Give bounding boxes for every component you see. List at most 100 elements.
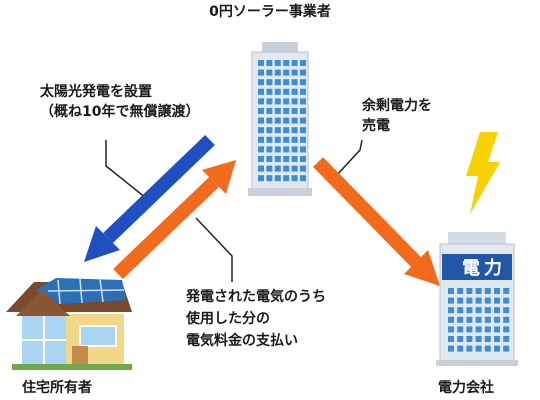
window — [258, 98, 264, 105]
window — [503, 345, 510, 352]
window — [274, 175, 281, 182]
window — [466, 345, 473, 352]
window — [258, 117, 264, 124]
window — [300, 146, 306, 153]
window — [274, 108, 281, 114]
window — [266, 156, 273, 162]
window — [291, 127, 298, 134]
window — [475, 326, 482, 333]
lightning-bolt-icon — [466, 132, 500, 214]
window — [274, 60, 281, 66]
window — [291, 69, 298, 76]
window — [457, 307, 464, 314]
window — [494, 336, 500, 342]
window — [484, 345, 491, 352]
window — [291, 79, 298, 86]
window — [291, 165, 298, 172]
window — [283, 60, 290, 66]
window — [484, 297, 491, 304]
install-label: 太陽光発電を設置 （概ね10年で無償譲渡） — [40, 82, 199, 122]
window — [494, 288, 500, 294]
window — [466, 326, 473, 333]
window — [291, 117, 298, 124]
window — [258, 88, 264, 95]
window — [300, 117, 306, 124]
window — [503, 297, 510, 304]
payment-label-line-1: 発電された電気のうち — [186, 289, 326, 305]
payment-leader-line — [195, 217, 233, 282]
window — [494, 345, 500, 352]
window — [448, 297, 454, 304]
homeowner-label: 住宅所有者 — [22, 380, 92, 396]
window — [266, 175, 273, 182]
window — [283, 165, 290, 172]
window — [266, 146, 273, 153]
window — [503, 316, 510, 323]
window — [266, 165, 273, 172]
window — [283, 88, 290, 95]
window — [466, 288, 473, 294]
window — [457, 336, 464, 342]
payment-label-line-3: 電気料金の支払い — [186, 333, 298, 349]
window — [484, 316, 491, 323]
window — [300, 156, 306, 162]
window — [274, 98, 281, 105]
window — [300, 127, 306, 134]
window — [291, 175, 298, 182]
window — [494, 297, 500, 304]
window — [266, 127, 273, 134]
window — [475, 297, 482, 304]
window — [448, 326, 454, 333]
window — [475, 336, 482, 342]
window — [291, 98, 298, 105]
window — [283, 146, 290, 153]
window — [266, 79, 273, 86]
window — [484, 288, 491, 294]
window — [274, 136, 281, 143]
window — [274, 69, 281, 76]
window — [457, 288, 464, 294]
window — [274, 79, 281, 86]
utility-sign-char-1: 電 — [462, 258, 480, 279]
payment-arrow — [113, 160, 236, 280]
window — [266, 88, 273, 95]
surplus-label: 余剰電力を 売電 — [362, 96, 432, 136]
surplus-arrow — [313, 157, 440, 286]
window — [448, 336, 454, 342]
window — [266, 60, 273, 66]
window — [466, 297, 473, 304]
window — [274, 117, 281, 124]
window — [274, 165, 281, 172]
payment-label: 発電された電気のうち 使用した分の 電気料金の支払い — [186, 286, 326, 352]
window — [283, 69, 290, 76]
window — [300, 98, 306, 105]
window — [457, 326, 464, 333]
window — [457, 345, 464, 352]
window — [291, 156, 298, 162]
power-company-building-icon — [436, 232, 518, 366]
window — [266, 98, 273, 105]
window — [448, 288, 454, 294]
window — [300, 108, 306, 114]
window — [484, 336, 491, 342]
window — [300, 136, 306, 143]
window — [283, 98, 290, 105]
payment-label-line-2: 使用した分の — [186, 311, 270, 327]
window — [503, 288, 510, 294]
window — [300, 69, 306, 76]
window — [258, 127, 264, 134]
window — [283, 175, 290, 182]
window — [494, 326, 500, 333]
window — [258, 108, 264, 114]
install-leader-line — [105, 140, 147, 199]
operator-label: 0円ソーラー事業者 — [209, 4, 331, 20]
window — [300, 165, 306, 172]
window — [503, 326, 510, 333]
window — [258, 165, 264, 172]
window — [283, 79, 290, 86]
window — [466, 307, 473, 314]
window — [274, 146, 281, 153]
install-arrow — [84, 134, 215, 262]
window — [494, 316, 500, 323]
